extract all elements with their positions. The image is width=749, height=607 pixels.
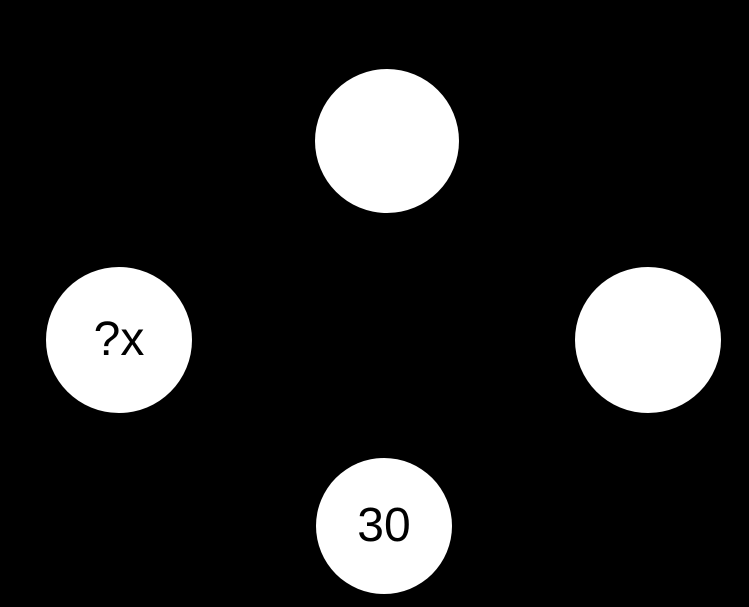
node-left-label: ?x — [93, 313, 145, 366]
node-left: ?x — [46, 267, 192, 413]
node-right — [575, 267, 721, 413]
node-bottom: 30 — [316, 458, 452, 594]
node-top — [315, 69, 459, 213]
node-bottom-label: 30 — [357, 499, 411, 552]
